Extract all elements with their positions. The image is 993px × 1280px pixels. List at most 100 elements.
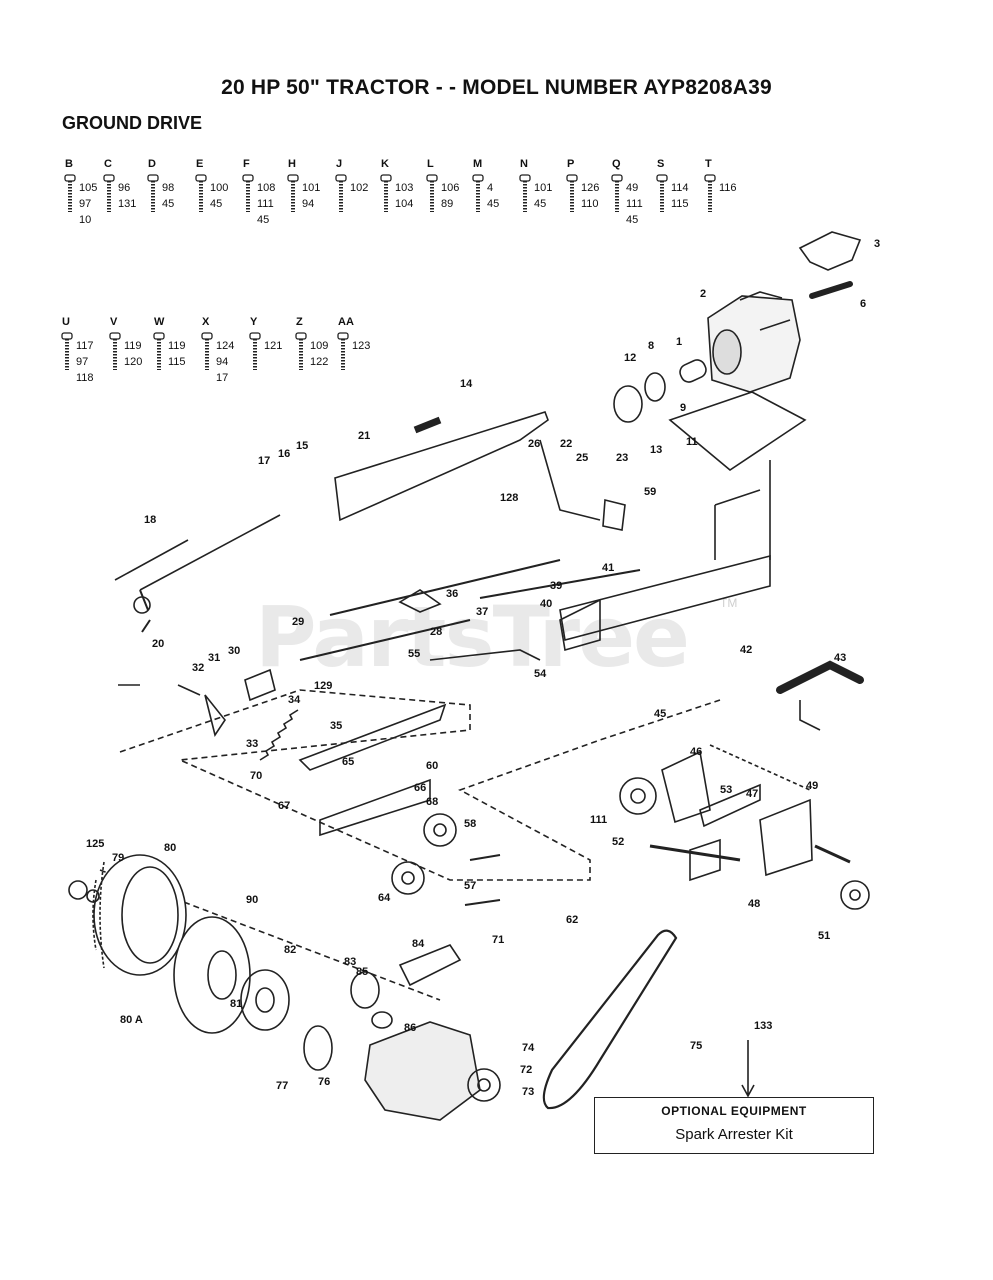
callout-number: 60 <box>426 760 439 772</box>
bolt-icon <box>103 174 115 212</box>
callout-number: 68 <box>426 796 439 808</box>
hardware-part-number: 120 <box>124 356 143 368</box>
spark-arrester-kit: Spark Arrester Kit <box>675 1126 793 1143</box>
page-title: 20 HP 50" TRACTOR - - MODEL NUMBER AYP82… <box>221 76 772 99</box>
callout-number: 48 <box>748 898 761 910</box>
idler-arm <box>319 778 431 837</box>
shaft-adapter <box>679 359 707 383</box>
bolt-icon <box>287 174 299 212</box>
handle-21 <box>413 416 442 434</box>
bolt-icon <box>337 332 349 370</box>
callout-number: 128 <box>500 492 519 504</box>
callout-number: 29 <box>292 616 305 628</box>
optional-equipment-title: OPTIONAL EQUIPMENT <box>661 1104 807 1118</box>
callout-number: 86 <box>404 1022 417 1034</box>
hardware-letter: P <box>567 158 575 170</box>
bolt-47 <box>649 844 741 862</box>
callout-number: 35 <box>330 720 343 732</box>
hardware-letter: C <box>104 158 112 170</box>
hardware-part-number: 96 <box>118 182 131 194</box>
hardware-part-number: 98 <box>162 182 175 194</box>
callout-number: 13 <box>650 444 663 456</box>
callout-number: 64 <box>378 892 391 904</box>
wheel-rim <box>240 969 290 1031</box>
cap-125 <box>68 880 88 900</box>
callout-number: 18 <box>144 514 157 526</box>
hardware-part-number: 45 <box>626 214 639 226</box>
callout-number: 43 <box>834 652 847 664</box>
pulley-72 <box>467 1068 501 1102</box>
hardware-letter: M <box>473 158 483 170</box>
cable-bracket <box>114 539 189 581</box>
clutch-cable <box>139 514 281 591</box>
callout-number: 17 <box>258 455 271 467</box>
hardware-part-number: 117 <box>76 340 94 352</box>
callout-number: 71 <box>492 934 505 946</box>
bracket-60 <box>298 703 447 771</box>
hardware-part-number: 115 <box>168 356 186 368</box>
bolt-icon <box>380 174 392 212</box>
frame-rail-upper <box>334 411 549 522</box>
callout-number: 22 <box>560 438 573 450</box>
hardware-letter: N <box>520 158 528 170</box>
hardware-letter: S <box>657 158 665 170</box>
caliper-85 <box>350 971 380 1009</box>
callout-number: 33 <box>246 738 259 750</box>
callout-number: 46 <box>690 746 703 758</box>
callout-number: 42 <box>740 644 753 656</box>
callout-number: 30 <box>228 645 241 657</box>
hardware-part-number: 103 <box>395 182 414 194</box>
bolt-icon <box>201 332 213 370</box>
hardware-letter: V <box>110 316 118 328</box>
drive-belt <box>542 929 678 1110</box>
hardware-part-number: 17 <box>216 372 229 384</box>
hardware-letter: Y <box>250 316 258 328</box>
option-arrow <box>741 1040 755 1098</box>
callout-number: 12 <box>624 352 637 364</box>
link-28 <box>398 589 442 613</box>
bolt-icon <box>195 174 207 212</box>
pulley-51 <box>840 880 870 910</box>
watermark: PartsTree <box>255 588 690 686</box>
hardware-part-number: 100 <box>210 182 229 194</box>
pulley-hub <box>644 372 666 402</box>
hardware-letter: D <box>148 158 156 170</box>
callout-number: 125 <box>86 838 105 850</box>
rod-54 <box>429 649 541 661</box>
hardware-letter: T <box>705 158 712 170</box>
hardware-part-number: 116 <box>719 182 737 194</box>
bracket-46 <box>661 750 711 824</box>
callout-number: 79 <box>112 852 125 864</box>
hardware-part-number: 115 <box>671 198 689 210</box>
callout-number: 65 <box>342 756 355 768</box>
hardware-part-number: 94 <box>216 356 229 368</box>
bracket-40 <box>559 598 601 652</box>
callout-number: 83 <box>344 956 357 968</box>
hardware-letter: H <box>288 158 296 170</box>
bolt-icon <box>109 332 121 370</box>
callout-number: 84 <box>412 938 425 950</box>
callout-number: 37 <box>476 606 489 618</box>
hardware-part-number: 101 <box>302 182 321 194</box>
bracket-34 <box>244 668 276 702</box>
hardware-part-number: 101 <box>534 182 553 194</box>
hardware-part-number: 49 <box>626 182 639 194</box>
bracket-33 <box>204 694 226 737</box>
bolt-icon <box>611 174 623 212</box>
callout-number: 85 <box>356 966 369 978</box>
cable-end <box>133 596 151 614</box>
callout-number: 74 <box>522 1042 535 1054</box>
watermark-trademark: TM <box>720 596 738 610</box>
callout-number: 58 <box>464 818 477 830</box>
callout-number: 81 <box>230 998 243 1010</box>
bolt-icon <box>147 174 159 212</box>
callout-number: 14 <box>460 378 473 390</box>
belt-path <box>119 689 721 881</box>
bracket-48 <box>759 798 813 877</box>
hardware-letter: Q <box>612 158 621 170</box>
callout-number: 82 <box>284 944 297 956</box>
hardware-part-number: 114 <box>671 182 689 194</box>
callout-number: 51 <box>818 930 831 942</box>
plate-59 <box>602 498 626 531</box>
